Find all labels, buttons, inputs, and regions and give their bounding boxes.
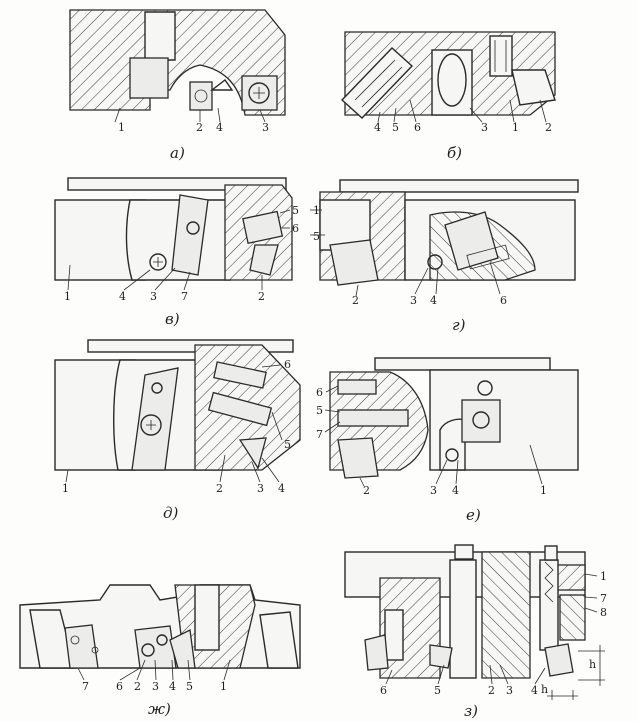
label-d-1: 1: [62, 482, 69, 495]
label-zh-2: 2: [134, 680, 141, 693]
dim-z-h-vertical: h: [589, 658, 596, 671]
label-v-2: 2: [258, 290, 265, 303]
label-e-7: 7: [316, 428, 323, 441]
label-b-4: 4: [374, 121, 381, 134]
label-a-1: 1: [118, 121, 125, 134]
caption-g: г): [452, 316, 466, 334]
caption-e: е): [466, 506, 481, 524]
label-d-3: 3: [257, 482, 264, 495]
label-zh-1: 1: [220, 680, 227, 693]
label-b-6: 6: [414, 121, 421, 134]
label-d-6: 6: [284, 358, 291, 371]
label-z-6: 6: [380, 684, 387, 697]
label-b-5: 5: [392, 121, 399, 134]
label-d-4: 4: [278, 482, 285, 495]
label-e-3: 3: [430, 484, 437, 497]
caption-zh: ж): [148, 700, 171, 718]
label-e-2: 2: [363, 484, 370, 497]
label-b-3: 3: [481, 121, 488, 134]
figure-a: [69, 9, 286, 123]
label-d-5: 5: [284, 438, 291, 451]
label-a-4: 4: [216, 121, 223, 134]
label-d-2: 2: [216, 482, 223, 495]
caption-z: з): [464, 702, 478, 720]
label-zh-6: 6: [116, 680, 123, 693]
caption-b: б): [447, 144, 462, 162]
label-v-5: 5: [292, 204, 299, 217]
label-g-3: 3: [410, 294, 417, 307]
label-z-5: 5: [434, 684, 441, 697]
label-v-4: 4: [119, 290, 126, 303]
label-e-1: 1: [540, 484, 547, 497]
figure-b: [340, 31, 556, 123]
label-g-4: 4: [430, 294, 437, 307]
label-v-6: 6: [292, 222, 299, 235]
caption-v: в): [165, 310, 180, 328]
label-z-8: 8: [600, 606, 607, 619]
label-z-3: 3: [506, 684, 513, 697]
label-z-1: 1: [600, 570, 607, 583]
caption-a: а): [170, 144, 185, 162]
label-zh-3: 3: [152, 680, 159, 693]
label-z-2: 2: [488, 684, 495, 697]
figure-z: [344, 544, 605, 700]
label-e-6: 6: [316, 386, 323, 399]
label-zh-7: 7: [82, 680, 89, 693]
figure-d: [54, 339, 301, 483]
label-zh-5: 5: [186, 680, 193, 693]
label-a-3: 3: [262, 121, 269, 134]
label-b-2: 2: [545, 121, 552, 134]
label-g-2: 2: [352, 294, 359, 307]
figure-v: [54, 177, 293, 291]
label-v-3: 3: [150, 290, 157, 303]
label-v-7: 7: [181, 290, 188, 303]
label-v-1: 1: [64, 290, 71, 303]
label-a-2: 2: [196, 121, 203, 134]
caption-d: д): [163, 504, 179, 522]
label-z-4: 4: [531, 684, 538, 697]
label-b-1: 1: [512, 121, 519, 134]
label-g-6: 6: [500, 294, 507, 307]
figure-zh: [19, 584, 301, 681]
label-e-4: 4: [452, 484, 459, 497]
label-g-5: 5: [313, 230, 320, 243]
dim-z-h-horizontal: h: [541, 683, 548, 696]
label-z-7: 7: [600, 592, 607, 605]
label-e-5: 5: [316, 404, 323, 417]
label-g-1: 1: [313, 204, 320, 217]
figure-g: [310, 179, 579, 297]
label-zh-4: 4: [169, 680, 176, 693]
figure-e: [324, 357, 579, 487]
